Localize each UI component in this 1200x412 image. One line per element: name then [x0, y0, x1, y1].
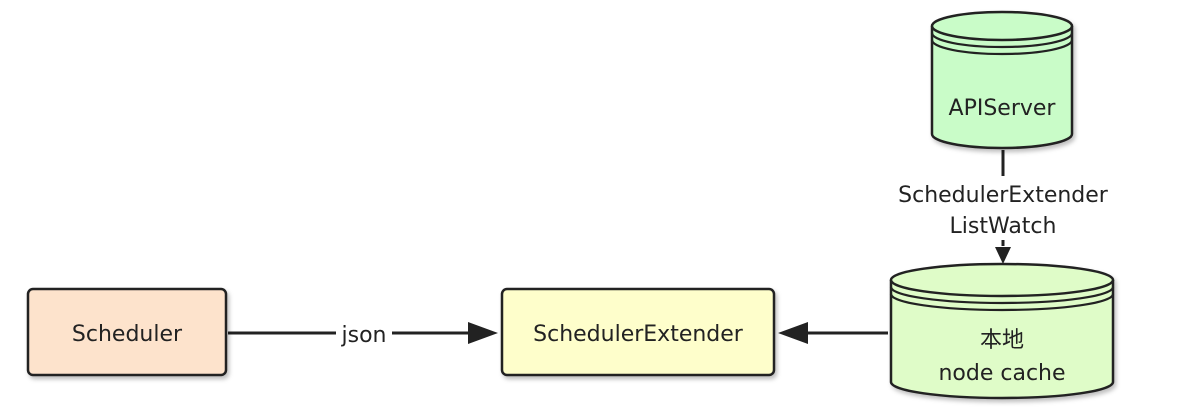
- node-apiserver-label: APIServer: [949, 96, 1057, 121]
- node-apiserver-body: [930, 26, 1074, 150]
- edge-label-listwatch-line1: SchedulerExtender: [898, 183, 1109, 208]
- node-scheduler-extender-label: SchedulerExtender: [533, 322, 744, 347]
- node-scheduler: Scheduler: [26, 287, 228, 377]
- edge-label-listwatch-line2: ListWatch: [950, 214, 1057, 239]
- node-local-cache-label-line1: 本地: [980, 328, 1024, 353]
- edge-label-json: json: [341, 323, 387, 348]
- node-local-cache-body: [889, 280, 1115, 400]
- node-scheduler-box: [26, 287, 228, 377]
- node-local-cache-label-line2: node cache: [938, 361, 1065, 386]
- node-local-cache-top: [889, 262, 1115, 298]
- node-local-cache: [889, 262, 1115, 400]
- node-scheduler-label: Scheduler: [72, 322, 183, 347]
- node-scheduler-extender-box: [500, 287, 776, 377]
- node-apiserver: [930, 10, 1074, 150]
- node-apiserver-top: [930, 10, 1074, 42]
- edge-cache-to-extender: [778, 322, 888, 344]
- node-scheduler-extender: SchedulerExtender: [500, 287, 776, 377]
